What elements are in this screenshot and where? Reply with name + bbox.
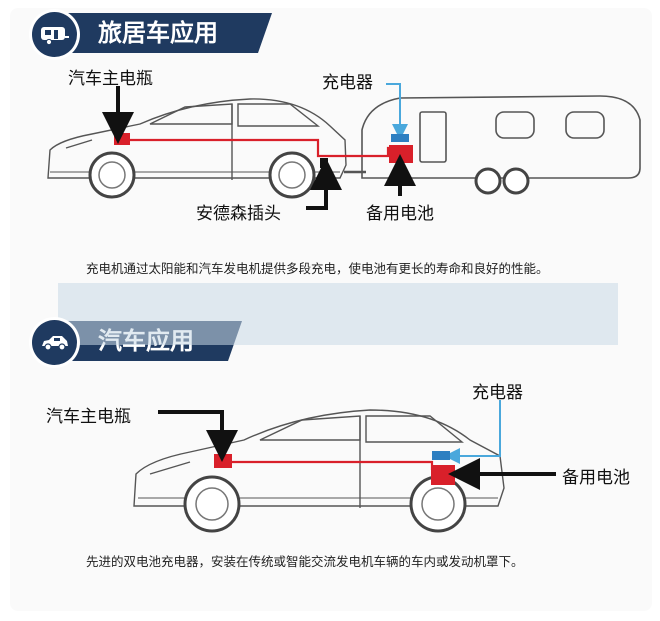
- label-charger: 充电器: [472, 383, 523, 403]
- arrow-main-battery-car: [158, 410, 238, 462]
- anderson-plug: [320, 158, 328, 168]
- main-battery-car: [214, 454, 232, 468]
- backup-battery-rv: [389, 145, 413, 163]
- main-battery-rv: [114, 133, 130, 145]
- caravan-drawing: [344, 95, 641, 179]
- label-main-battery: 汽车主电瓶: [46, 407, 131, 427]
- caravan-icon: [32, 12, 77, 57]
- label-charger: 充电器: [322, 73, 373, 93]
- charger-feed-wire-car: [444, 400, 501, 464]
- section-caption: 充电机通过太阳能和汽车发电机提供多段充电，使电池有更长的寿命和良好的性能。: [86, 261, 549, 276]
- charger-feed-wire-rv: [386, 83, 408, 140]
- arrow-anderson-plug: [306, 158, 342, 210]
- car-wheels-car: [183, 475, 467, 533]
- label-backup-battery: 备用电池: [366, 204, 434, 224]
- car-icon: [32, 320, 77, 365]
- power-wire-car: [230, 460, 434, 470]
- label-main-battery: 汽车主电瓶: [68, 69, 153, 89]
- section-title: 旅居车应用: [52, 13, 272, 53]
- charger-box-car: [432, 451, 450, 460]
- car-wheels-rv: [88, 151, 316, 199]
- label-anderson-plug: 安德森插头: [196, 204, 281, 224]
- section-caption: 先进的双电池充电器，安装在传统或智能交流发电机车辆的车内或发动机罩下。: [86, 554, 524, 569]
- caravan-wheels: [474, 167, 530, 195]
- charger-box-rv: [391, 134, 409, 142]
- label-backup-battery: 备用电池: [562, 468, 630, 488]
- watermark-band: [58, 283, 618, 345]
- backup-battery-car: [431, 465, 455, 485]
- power-wire-rv: [126, 138, 396, 158]
